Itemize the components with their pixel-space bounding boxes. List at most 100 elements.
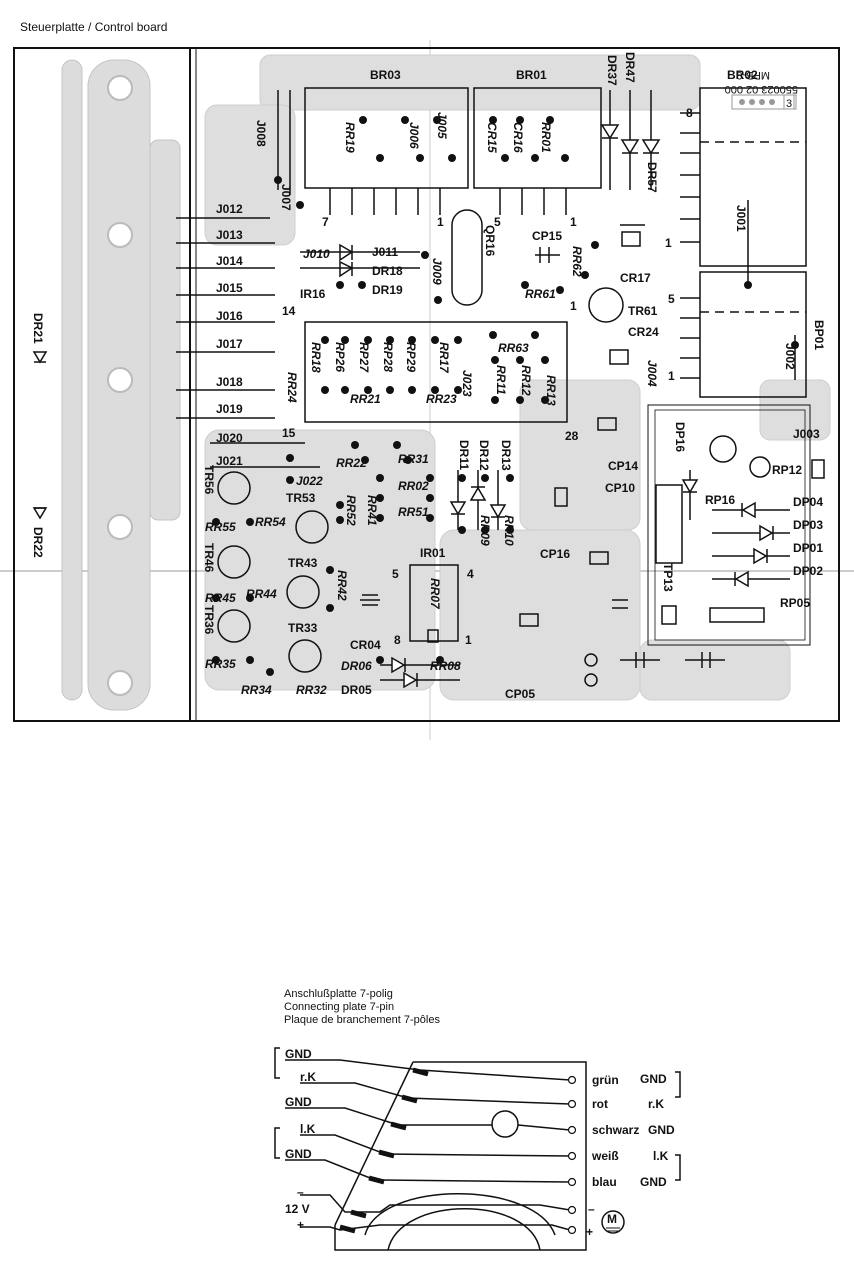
label-rr44: RR44	[246, 587, 277, 601]
label-rr24: RR24	[285, 372, 299, 403]
label-rr13: RR13	[544, 375, 558, 406]
label-rp27: RP27	[357, 342, 371, 373]
label-j003: J003	[793, 427, 820, 441]
label-rr41: RR41	[365, 495, 379, 526]
label-ir16: IR16	[300, 287, 326, 301]
label-j022: J022	[296, 474, 323, 488]
label-j005: J005	[435, 112, 449, 139]
sign-minus-left: –	[297, 1185, 304, 1199]
label-cr15: CR15	[485, 122, 499, 153]
label-j006: J006	[407, 122, 421, 149]
stamp-counter: 3	[786, 98, 792, 110]
pin-br02-8: 8	[686, 106, 693, 120]
jumper-label: J017	[216, 337, 243, 351]
label-qr16: QR16	[483, 225, 497, 257]
label-j009: J009	[430, 258, 444, 285]
label-rp12: RP12	[772, 463, 802, 477]
label-rr01: RR01	[539, 122, 553, 153]
wire-color-schwarz: schwarz	[592, 1123, 639, 1137]
label-dr47: DR47	[623, 52, 637, 83]
label-cp15: CP15	[532, 229, 562, 243]
caption-fr: Plaque de branchement 7-pôles	[284, 1014, 440, 1026]
right-label-gnd-2: GND	[648, 1123, 675, 1137]
caption-de: Anschlußplatte 7-polig	[284, 988, 393, 1000]
label-cr17: CR17	[620, 271, 651, 285]
header-br02-label: BR02	[727, 68, 758, 82]
jumper-label: J021	[216, 454, 243, 468]
label-dr13: DR13	[499, 440, 513, 471]
label-j004: J004	[645, 360, 659, 387]
label-rr19: RR19	[343, 122, 357, 153]
label-dr06: DR06	[341, 659, 372, 673]
voltage-label: 12 V	[285, 1202, 310, 1216]
label-rp28: RP28	[381, 342, 395, 372]
label-tr46: TR46	[202, 543, 216, 573]
label-rr07: RR07	[428, 578, 442, 610]
label-dr11: DR11	[457, 440, 471, 470]
motor-icon: M	[607, 1212, 617, 1226]
label-rr31: RR31	[398, 452, 429, 466]
label-dp04: DP04	[793, 495, 823, 509]
label-j008: J008	[254, 120, 268, 147]
label-rr18: RR18	[309, 342, 323, 373]
label-rr45: RR45	[205, 591, 236, 605]
label-rr02: RR02	[398, 479, 429, 493]
label-tr53: TR53	[286, 491, 316, 505]
label-rr55: RR55	[205, 520, 236, 534]
label-rp26: RP26	[333, 342, 347, 372]
pin-br01-5: 5	[494, 215, 501, 229]
label-cr04: CR04	[350, 638, 381, 652]
label-rp29: RP29	[404, 342, 418, 372]
diode-dr21-label: DR21	[31, 313, 45, 344]
label-rr63: RR63	[498, 341, 529, 355]
pin-ir01-8: 8	[394, 633, 401, 647]
pin-ir01-1: 1	[465, 633, 472, 647]
page-title: Steuerplatte / Control board	[20, 20, 168, 34]
left-label-gnd-3: GND	[285, 1147, 312, 1161]
diode-dr22-label: DR22	[31, 527, 45, 558]
left-label-lk: l.K	[300, 1122, 316, 1136]
jumper-label: J020	[216, 431, 243, 445]
label-rr12: RR12	[519, 365, 533, 396]
label-rr61: RR61	[525, 287, 556, 301]
label-rr34: RR34	[241, 683, 272, 697]
label-dr12: DR12	[477, 440, 491, 471]
pin-bp01-1: 1	[668, 369, 675, 383]
label-tr61: TR61	[628, 304, 658, 318]
label-cp14: CP14	[608, 459, 638, 473]
right-label-lk: l.K	[653, 1149, 669, 1163]
jumper-label: J015	[216, 281, 243, 295]
control-board: BR03 BR01 BR02 BP01 MPB-0 550023 02 000 …	[0, 40, 854, 740]
jumper-label: J012	[216, 202, 243, 216]
label-ir01: IR01	[420, 546, 446, 560]
label-rr35: RR35	[205, 657, 236, 671]
label-dr37: DR37	[605, 55, 619, 86]
left-label-gnd-1: GND	[285, 1047, 312, 1061]
label-rr54: RR54	[255, 515, 286, 529]
wire-color-gruen: grün	[592, 1073, 619, 1087]
label-rr62: RR62	[570, 246, 584, 277]
left-trace-strip	[61, 59, 181, 711]
jumper-label: J016	[216, 309, 243, 323]
sign-plus-left: +	[297, 1218, 304, 1232]
wire-color-rot: rot	[592, 1097, 608, 1111]
pin-ic-14: 14	[282, 304, 296, 318]
label-rr23: RR23	[426, 392, 457, 406]
pin-br03-1: 1	[437, 215, 444, 229]
jumper-label: J018	[216, 375, 243, 389]
label-rr21: RR21	[350, 392, 381, 406]
label-rr42: RR42	[335, 570, 349, 601]
jumper-label: J014	[216, 254, 243, 268]
label-rr51: RR51	[398, 505, 429, 519]
label-tr43: TR43	[288, 556, 318, 570]
stamp-line-1: MPB-0	[736, 69, 770, 81]
right-label-rk: r.K	[648, 1097, 664, 1111]
label-j007: J007	[279, 184, 293, 211]
label-j023: J023	[460, 370, 474, 397]
label-tr56: TR56	[202, 465, 216, 495]
jumper-label: J013	[216, 228, 243, 242]
label-j002: J002	[783, 343, 797, 370]
pin-tr61-1: 1	[570, 299, 577, 313]
pin-bp01-5: 5	[668, 292, 675, 306]
